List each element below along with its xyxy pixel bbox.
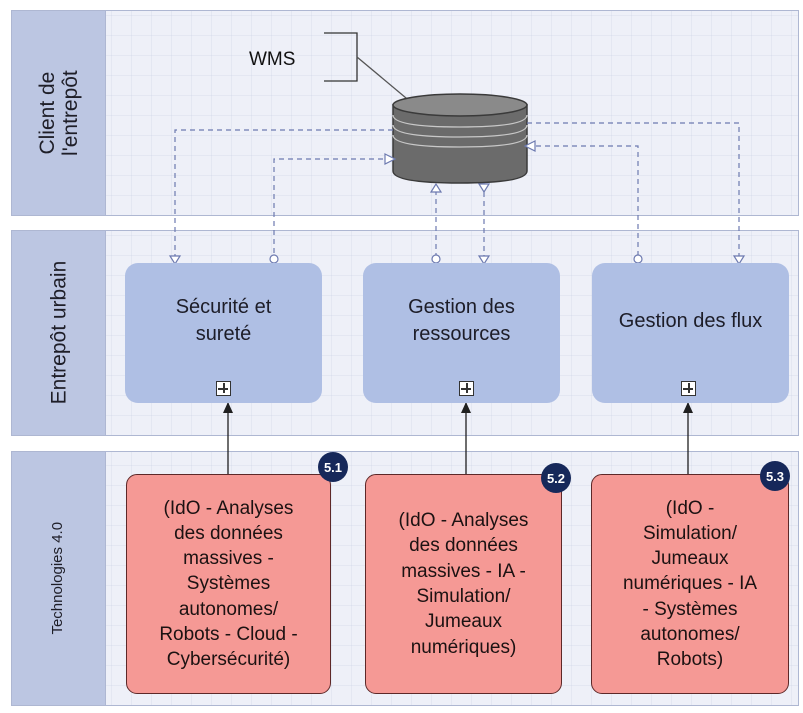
- lane-header-technologies: Technologies 4.0: [12, 452, 106, 705]
- lane-header-entrepot: Entrepôt urbain: [12, 231, 106, 435]
- database-icon: [392, 93, 528, 184]
- section-badge: 5.1: [318, 452, 348, 482]
- activity-label: Gestion des ressources: [408, 296, 515, 345]
- flow-marker: [477, 255, 491, 266]
- activity-label: Gestion des flux: [618, 309, 763, 332]
- lane-header-client: Client de l'entrepôt: [12, 11, 106, 215]
- flow-marker: [477, 183, 491, 194]
- flow-flux-wms: [527, 145, 639, 262]
- flow-wms-securite: [174, 129, 393, 262]
- flow-marker: [431, 254, 441, 264]
- technology-box-5-3[interactable]: (IdO - Simulation/ Jumeaux numériques - …: [591, 474, 789, 694]
- section-badge: 5.3: [760, 461, 790, 491]
- expand-subprocess-icon[interactable]: [681, 381, 696, 396]
- expand-subprocess-icon[interactable]: [459, 381, 474, 396]
- flow-marker: [269, 254, 279, 264]
- activity-flux[interactable]: Gestion des flux: [592, 263, 789, 403]
- technology-box-5-2[interactable]: (IdO - Analyses des données massives - I…: [365, 474, 562, 694]
- flow-marker: [523, 140, 536, 152]
- technology-text: (IdO - Simulation/ Jumeaux numériques - …: [622, 497, 758, 671]
- flow-marker: [168, 255, 182, 266]
- flow-marker: [384, 153, 397, 165]
- tech-arrows: [223, 402, 693, 478]
- activity-securite[interactable]: Sécurité et sureté: [125, 263, 322, 403]
- section-badge: 5.2: [541, 463, 571, 493]
- flow-marker: [633, 254, 643, 264]
- activity-label: Sécurité et sureté: [175, 296, 272, 345]
- flow-marker: [732, 255, 746, 266]
- flow-securite-wms: [273, 158, 393, 262]
- expand-subprocess-icon[interactable]: [216, 381, 231, 396]
- dashed-flows: [174, 122, 740, 262]
- flow-markers: [168, 140, 746, 266]
- wms-annotation-bracket: [324, 32, 413, 104]
- flow-marker: [429, 182, 443, 193]
- flow-wms-flux: [527, 122, 740, 262]
- technology-box-5-1[interactable]: (IdO - Analyses des données massives - S…: [126, 474, 331, 694]
- wms-label: WMS: [249, 49, 296, 70]
- activity-ressources[interactable]: Gestion des ressources: [363, 263, 560, 403]
- technology-text: (IdO - Analyses des données massives - I…: [398, 510, 529, 658]
- technology-text: (IdO - Analyses des données massives - S…: [159, 497, 298, 671]
